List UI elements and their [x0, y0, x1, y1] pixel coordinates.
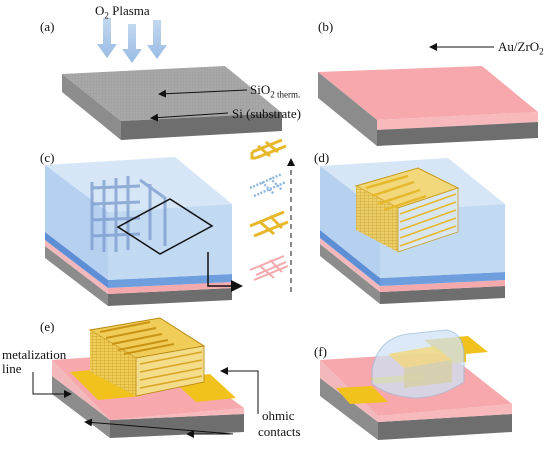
panel-a: [62, 18, 282, 140]
electrode-stack: [354, 167, 460, 253]
layer-stack: [249, 138, 295, 292]
metalization-label-1: metalization: [2, 347, 67, 362]
ohmic-label-1: ohmic: [262, 408, 295, 423]
au-zro2-front-face: [377, 112, 538, 130]
panel-d-label: (d): [314, 150, 330, 165]
substrate-pointer: [150, 112, 229, 122]
layer-gold-2: [249, 210, 289, 238]
zoom-connector: [207, 252, 243, 292]
panel-d: [320, 158, 505, 304]
panel-e: [32, 317, 259, 438]
polymer-side: [45, 165, 108, 280]
substrate-front-face-b: [377, 122, 538, 146]
layer-lattice-2: [249, 255, 289, 281]
lattice-structure: [90, 176, 167, 252]
panel-f-label: (f): [314, 344, 327, 359]
au-zro2-top-face: [318, 66, 538, 120]
panel-c-label: (c): [40, 150, 55, 165]
panel-c: [45, 138, 295, 306]
electrode-stack-e: [88, 317, 206, 397]
metalization-label-2: line: [2, 361, 22, 376]
metalization-pad: [70, 368, 142, 400]
zoom-box: [116, 198, 214, 255]
oxide-pointer: [158, 89, 248, 98]
panel-a-label: (a): [40, 19, 55, 34]
panel-e-label: (e): [40, 319, 55, 334]
plasma-label: O2 Plasma: [95, 3, 150, 21]
ohmic-pointer-3: [84, 418, 234, 435]
ohmic-pointer-2: [220, 367, 259, 414]
panel-f: [320, 329, 512, 440]
layer-lattice-1: [249, 172, 287, 198]
substrate-front-face: [121, 113, 282, 140]
layer-gold-1: [250, 138, 287, 160]
plasma-arrows: [97, 18, 167, 63]
polymer-front: [108, 204, 232, 280]
panel-b: [318, 43, 538, 146]
substrate-side-face: [62, 74, 121, 140]
substrate-side-face-b: [318, 72, 377, 146]
panel-b-label: (b): [318, 19, 334, 34]
metalization-pointer: [32, 372, 72, 398]
ohmic-label-2: contacts: [258, 424, 301, 439]
electrode-label: Au/ZrO2: [498, 39, 544, 57]
substrate-label: Si (substrate): [232, 106, 301, 121]
oxide-label: SiO2 therm.: [250, 82, 301, 100]
